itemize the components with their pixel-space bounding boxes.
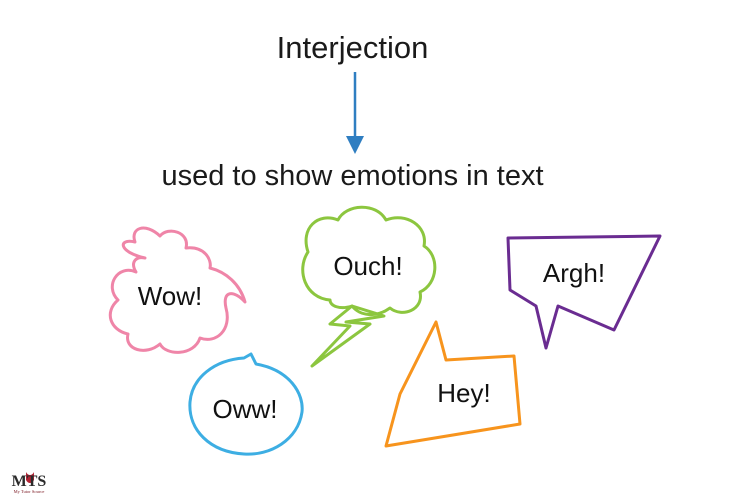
shout-bubble-icon [301, 205, 437, 368]
brand-logo: MTS My Tutor Source [12, 472, 47, 494]
bubble-label-ouch: Ouch! [333, 251, 402, 281]
angular-bubble-icon [384, 320, 522, 448]
logo-tagline: My Tutor Source [14, 489, 45, 494]
angular-bubble-icon [506, 234, 662, 350]
bubble-argh: Argh! [506, 234, 662, 350]
bubble-label-oww: Oww! [213, 394, 278, 424]
logo-mark: MTS [12, 473, 47, 490]
diagram-title: Interjection [276, 30, 429, 65]
bubble-label-argh: Argh! [543, 258, 605, 288]
bubble-label-wow: Wow! [138, 281, 203, 311]
bubble-label-hey: Hey! [437, 378, 490, 408]
bubble-wow: Wow! [108, 226, 247, 354]
bubble-ouch: Ouch! [301, 205, 437, 368]
diagram-subtitle: used to show emotions in text [161, 160, 544, 192]
bubble-oww: Oww! [188, 352, 304, 456]
cloud-bubble-icon [108, 226, 247, 354]
down-arrow-icon [346, 72, 364, 154]
bubble-hey: Hey! [384, 320, 522, 448]
round-bubble-icon [188, 352, 304, 456]
